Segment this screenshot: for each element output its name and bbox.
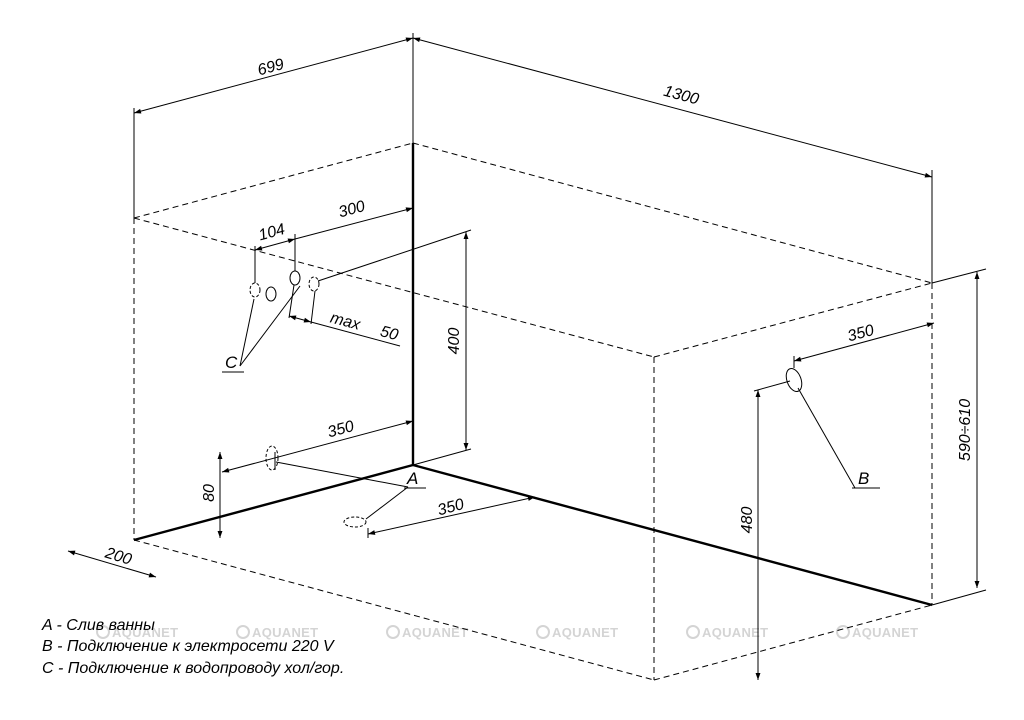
- front-bottom-right-edge: [653, 604, 933, 681]
- floor-drain-outline: [343, 516, 367, 528]
- dimension-200: 200: [67, 544, 157, 578]
- dimension-590-610-label: 590÷610: [957, 399, 974, 461]
- dimension-350-wall-label: 350: [326, 418, 356, 441]
- dimension-699-label: 699: [256, 56, 286, 79]
- label-c: C: [225, 353, 238, 372]
- dimension-699: 699: [133, 33, 414, 218]
- svg-text:AQUANET: AQUANET: [852, 625, 918, 640]
- back-top-right-edge: [412, 142, 933, 284]
- watermark-row: AQUANET AQUANET AQUANET AQUANET AQUANET …: [96, 625, 918, 640]
- dimension-200-label: 200: [102, 544, 134, 568]
- dimension-350-floor-label: 350: [436, 496, 466, 519]
- drain-a: 350 80 350 A: [201, 418, 536, 538]
- dimension-300-label: 300: [337, 198, 367, 221]
- tub-outline: [133, 142, 933, 681]
- dimension-50-label: 50: [378, 323, 400, 344]
- hot-water-inlet-offset: [308, 276, 320, 292]
- dimension-max-label: max: [328, 310, 363, 335]
- water-supply-c: 104 300 400 max 50 C: [222, 198, 472, 466]
- room-corner: [133, 143, 933, 607]
- legend-item-a: A - Слив ванны: [41, 617, 155, 634]
- svg-text:AQUANET: AQUANET: [252, 625, 318, 640]
- front-top-right-edge: [653, 282, 933, 358]
- svg-text:AQUANET: AQUANET: [112, 625, 178, 640]
- electrical-connection-b: 350 480 B: [739, 322, 935, 680]
- watermark-logo: AQUANET: [236, 625, 318, 640]
- watermark-logo: AQUANET: [386, 625, 468, 640]
- legend: A - Слив ванны B - Подключение к электро…: [41, 617, 344, 677]
- electrical-outlet-circle: [785, 367, 803, 393]
- watermark-logo: AQUANET: [686, 625, 768, 640]
- svg-text:AQUANET: AQUANET: [702, 625, 768, 640]
- cold-water-inlet-offset: [265, 286, 277, 302]
- watermark-logo: AQUANET: [536, 625, 618, 640]
- dimension-350-right-label: 350: [846, 322, 876, 345]
- label-a: A: [406, 469, 418, 488]
- legend-item-b: B - Подключение к электросети 220 V: [42, 638, 335, 655]
- cold-water-inlet: [249, 282, 261, 298]
- watermark-logo: AQUANET: [836, 625, 918, 640]
- dimension-1300: 1300: [412, 37, 933, 283]
- front-bottom-left-edge: [133, 539, 655, 681]
- svg-text:AQUANET: AQUANET: [552, 625, 618, 640]
- dimension-400-label: 400: [446, 328, 463, 355]
- dimension-80-label: 80: [201, 484, 218, 502]
- label-b: B: [858, 469, 869, 488]
- floor-right-line: [412, 463, 933, 607]
- legend-item-c: C - Подключение к водопроводу хол/гор.: [42, 660, 344, 677]
- floor-left-line: [133, 463, 414, 542]
- dimension-480-label: 480: [739, 507, 756, 534]
- back-top-left-edge: [133, 142, 414, 219]
- svg-text:AQUANET: AQUANET: [402, 625, 468, 640]
- dimension-1300-label: 1300: [662, 83, 701, 109]
- dimension-104-label: 104: [257, 221, 287, 244]
- hot-water-inlet: [289, 270, 301, 286]
- watermark-logo: AQUANET: [96, 625, 178, 640]
- dimension-590-610: 590÷610: [931, 268, 987, 606]
